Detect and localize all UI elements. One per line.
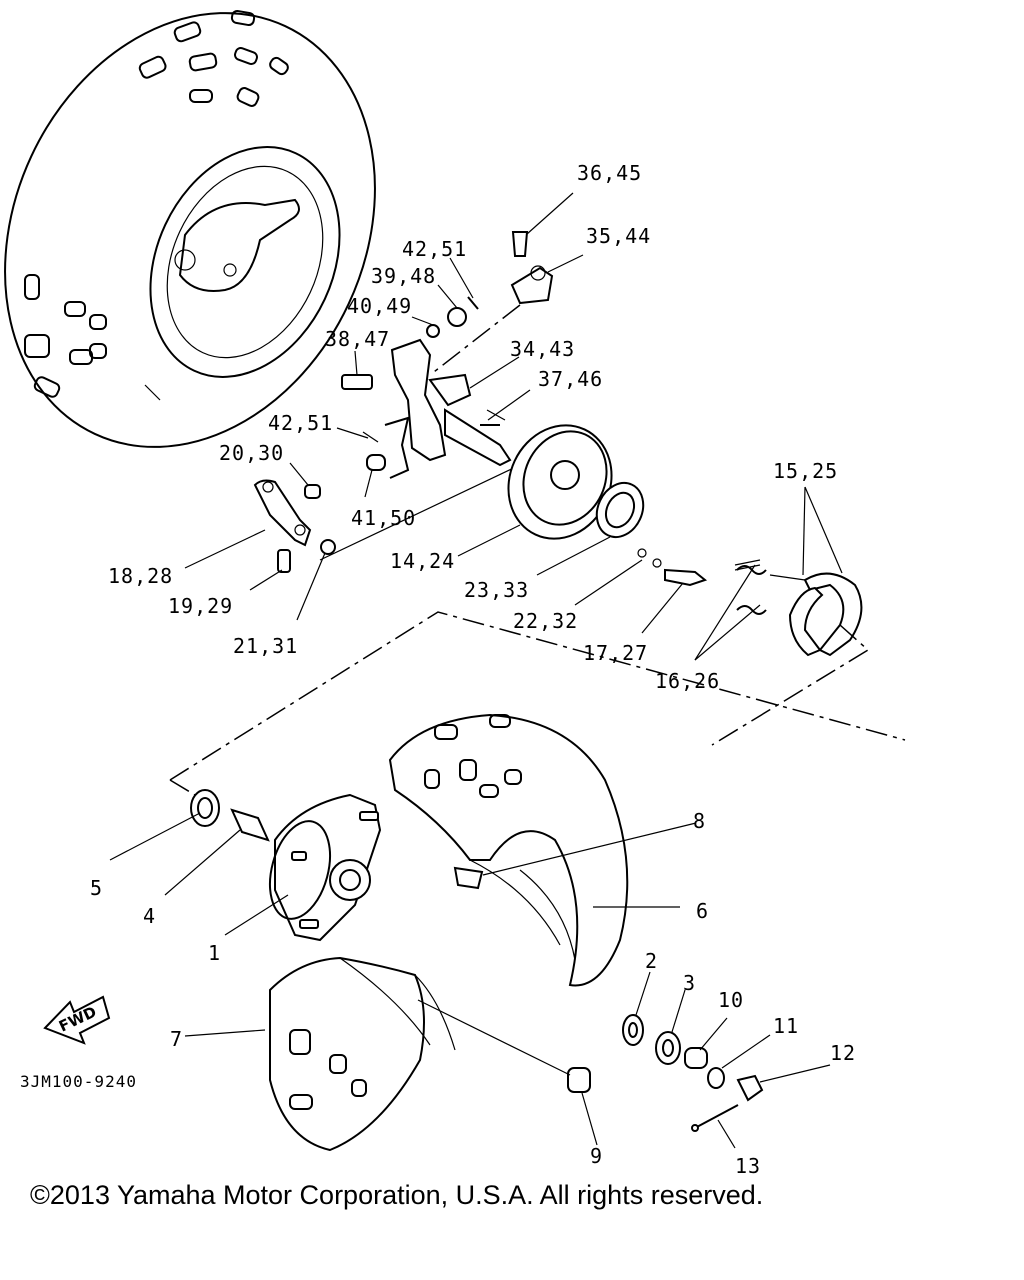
callout-18-28: 18,28: [108, 564, 173, 588]
callout-22-32: 22,32: [513, 609, 578, 633]
callout-15-25: 15,25: [773, 459, 838, 483]
callout-14-24: 14,24: [390, 549, 455, 573]
callout-9: 9: [590, 1144, 603, 1168]
rim-inner-half-illustration: [269, 956, 456, 1152]
brake-arm-illustration: [253, 479, 336, 573]
callout-35-44: 35,44: [586, 224, 651, 248]
callout-20-30: 20,30: [219, 441, 284, 465]
callout-19-29: 19,29: [168, 594, 233, 618]
callout-4: 4: [143, 904, 156, 928]
callout-36-45: 36,45: [577, 161, 642, 185]
callout-34-43: 34,43: [510, 337, 575, 361]
callout-6: 6: [696, 899, 709, 923]
callout-labels: 36,45 35,44 42,51 39,48 40,49 38,47 34,4…: [20, 161, 856, 1178]
callout-42-51-lower: 42,51: [268, 411, 333, 435]
assembled-wheel-illustration: [4, 9, 376, 448]
callout-41-50: 41,50: [351, 506, 416, 530]
callout-8: 8: [693, 809, 706, 833]
callout-3: 3: [683, 971, 696, 995]
callout-13: 13: [735, 1154, 761, 1178]
callout-37-46: 37,46: [538, 367, 603, 391]
forward-direction-arrow: FWD: [43, 995, 111, 1045]
callout-12: 12: [830, 1041, 856, 1065]
brake-backing-plate-illustration: [507, 424, 708, 587]
callout-5: 5: [90, 876, 103, 900]
callout-1: 1: [208, 941, 221, 965]
drawing-code: 3JM100-9240: [20, 1072, 137, 1091]
callout-39-48: 39,48: [371, 264, 436, 288]
callout-11: 11: [773, 1014, 799, 1038]
callout-21-31: 21,31: [233, 634, 298, 658]
axle-parts-illustration: [567, 1014, 764, 1132]
callout-7: 7: [170, 1027, 183, 1051]
assembly-outline: [169, 304, 906, 796]
callout-23-33: 23,33: [464, 578, 529, 602]
callout-16-26: 16,26: [655, 669, 720, 693]
callout-40-49: 40,49: [347, 294, 412, 318]
callout-38-47: 38,47: [325, 327, 390, 351]
wheel-hub-illustration: [190, 789, 382, 942]
steering-knuckle-illustration: [319, 231, 554, 561]
callout-2: 2: [645, 949, 658, 973]
leader-lines: [109, 192, 843, 1149]
brake-shoes-illustration: [734, 559, 863, 657]
rim-outer-half-illustration: [388, 713, 629, 987]
callout-42-51-upper: 42,51: [402, 237, 467, 261]
copyright-notice: ©2013 Yamaha Motor Corporation, U.S.A. A…: [30, 1180, 764, 1210]
callout-17-27: 17,27: [583, 641, 648, 665]
callout-10: 10: [718, 988, 744, 1012]
